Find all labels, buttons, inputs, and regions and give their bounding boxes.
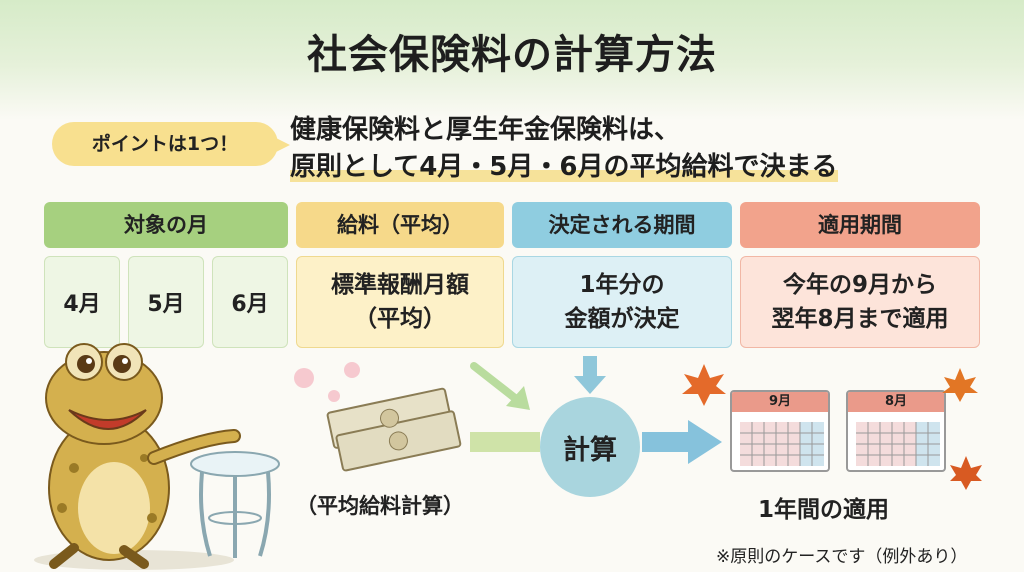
money-bundle-icon	[326, 387, 462, 472]
point-line-2: 原則として4月・5月・6月の平均給料で決まる	[290, 152, 838, 182]
month-april: 4月	[44, 256, 120, 348]
decided-period-cell: 1年分の金額が決定	[512, 256, 732, 348]
salary-cell: 標準報酬月額 （平均）	[296, 256, 504, 348]
salary-line-1: 標準報酬月額	[331, 272, 469, 298]
point-text: 健康保険料と厚生年金保険料は、 原則として4月・5月・6月の平均給料で決まる	[290, 112, 838, 186]
month-june: 6月	[212, 256, 288, 348]
applied-caption: 1年間の適用	[758, 497, 890, 523]
applied-line-1: 今年の9月から	[782, 272, 937, 298]
calendar-grid-icon	[740, 422, 824, 466]
calc-circle: 計算	[540, 397, 640, 497]
header-target-months: 対象の月	[44, 202, 288, 248]
salary-line-2: （平均）	[354, 306, 446, 332]
header-applied-period: 適用期間	[740, 202, 980, 248]
calendar-grid-icon	[856, 422, 940, 466]
decided-line-2: 金額が決定	[564, 306, 680, 332]
arrow-salary-to-calc	[470, 362, 524, 406]
applied-line-2: 翌年8月まで適用	[771, 306, 949, 332]
avg-salary-caption: （平均給料計算）	[296, 494, 464, 518]
header-background	[0, 0, 1024, 120]
calendar-september-label: 9月	[732, 392, 828, 412]
applied-period-cell: 今年の9月から翌年8月まで適用	[740, 256, 980, 348]
cherry-blossom-icon	[294, 362, 360, 402]
flow-arrows	[470, 356, 722, 464]
maple-leaf-icons	[682, 364, 982, 490]
calendar-august-label: 8月	[848, 392, 944, 412]
header-salary: 給料（平均）	[296, 202, 504, 248]
side-table-illustration	[190, 451, 280, 558]
month-may: 5月	[128, 256, 204, 348]
calendar-september: 9月	[730, 390, 830, 472]
page-title: 社会保険料の計算方法	[307, 32, 717, 78]
arrow-right-bar	[642, 432, 692, 452]
arrow-left-bar	[470, 432, 540, 452]
point-line-1: 健康保険料と厚生年金保険料は、	[290, 115, 681, 145]
header-decided-period: 決定される期間	[512, 202, 732, 248]
point-badge: ポイントは1つ！	[52, 122, 290, 166]
decided-line-1: 1年分の	[579, 272, 665, 298]
footnote: ※原則のケースです（例外あり）	[716, 547, 968, 567]
frog-illustration	[34, 343, 241, 570]
calendar-august: 8月	[846, 390, 946, 472]
